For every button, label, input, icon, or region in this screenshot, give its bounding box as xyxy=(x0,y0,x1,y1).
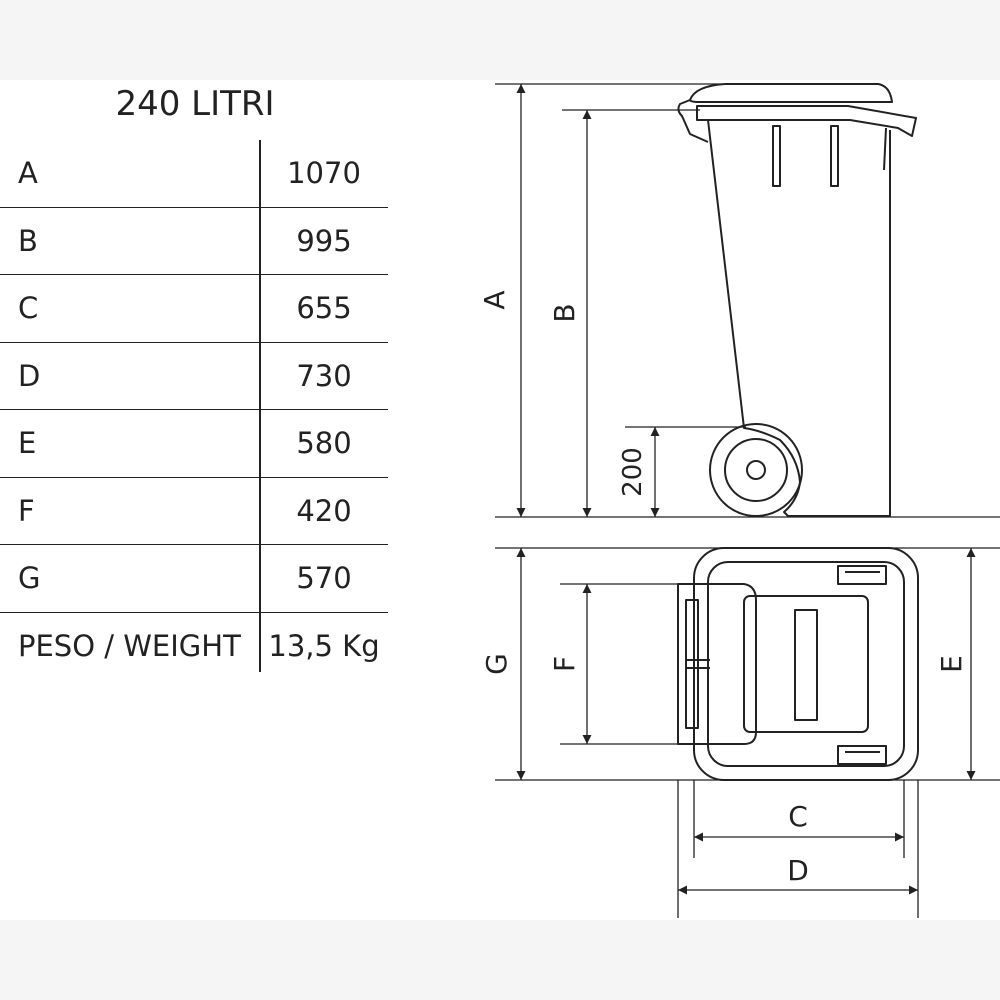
row-label: B xyxy=(18,223,38,258)
table-row: C 655 xyxy=(0,275,388,343)
dim-E-label: E xyxy=(935,655,968,673)
table-row: F 420 xyxy=(0,478,388,545)
lid-panel xyxy=(743,595,869,733)
row-value: 580 xyxy=(296,426,352,460)
wheel-hub xyxy=(724,438,788,502)
corner-clip xyxy=(837,565,887,585)
weight-label: PESO / WEIGHT xyxy=(18,628,241,663)
bin-top-view xyxy=(677,547,919,781)
table-row-weight: PESO / WEIGHT 13,5 Kg xyxy=(0,613,388,680)
top-outline-inner xyxy=(707,561,905,767)
table-row: G 570 xyxy=(0,545,388,613)
dim-G-label: G xyxy=(480,653,513,675)
row-value: 570 xyxy=(296,561,352,595)
dimension-labels: A B 200 G F E C D xyxy=(478,290,968,887)
dim-D-label: D xyxy=(787,854,809,887)
row-label: G xyxy=(18,561,41,595)
row-value: 730 xyxy=(296,358,352,393)
handle-notch xyxy=(686,659,710,669)
weight-value: 13,5 Kg xyxy=(268,628,380,663)
handle-grip xyxy=(685,599,699,729)
table-row: D 730 xyxy=(0,343,388,410)
dim-C-label: C xyxy=(788,800,808,833)
dim-F-label: F xyxy=(548,656,581,672)
wheel xyxy=(709,423,803,517)
dim-A-label: A xyxy=(478,290,511,309)
row-label: F xyxy=(18,493,35,528)
row-label: D xyxy=(18,358,41,393)
table-row: B 995 xyxy=(0,208,388,275)
rib xyxy=(883,127,887,171)
corner-clip-line xyxy=(845,571,880,753)
rib xyxy=(830,125,839,187)
dim-B-label: B xyxy=(548,303,581,322)
table-row: A 1070 xyxy=(0,140,388,208)
dim-200-label: 200 xyxy=(618,447,648,497)
wheel-axle xyxy=(746,460,766,480)
row-label: C xyxy=(18,291,39,325)
dimension-lines xyxy=(495,83,1000,918)
sheet-title: 240 LITRI xyxy=(115,84,275,124)
lid-rim xyxy=(696,105,917,137)
row-label: E xyxy=(18,426,37,460)
corner-clip xyxy=(837,745,887,765)
lid-slot xyxy=(794,609,818,721)
bin-body xyxy=(707,119,891,517)
rib xyxy=(772,125,781,187)
dimensions-table: A 1070 B 995 C 655 D 730 E 580 F 420 G 5… xyxy=(0,140,388,679)
row-label: A xyxy=(18,156,38,190)
row-value: 420 xyxy=(296,493,352,528)
row-value: 655 xyxy=(296,291,352,325)
lid-hinge xyxy=(677,99,709,143)
bin-lid xyxy=(689,83,893,103)
row-value: 995 xyxy=(296,223,352,258)
table-row: E 580 xyxy=(0,410,388,478)
bin-side-view xyxy=(677,83,917,517)
row-value: 1070 xyxy=(287,156,361,190)
column-divider xyxy=(259,140,261,672)
